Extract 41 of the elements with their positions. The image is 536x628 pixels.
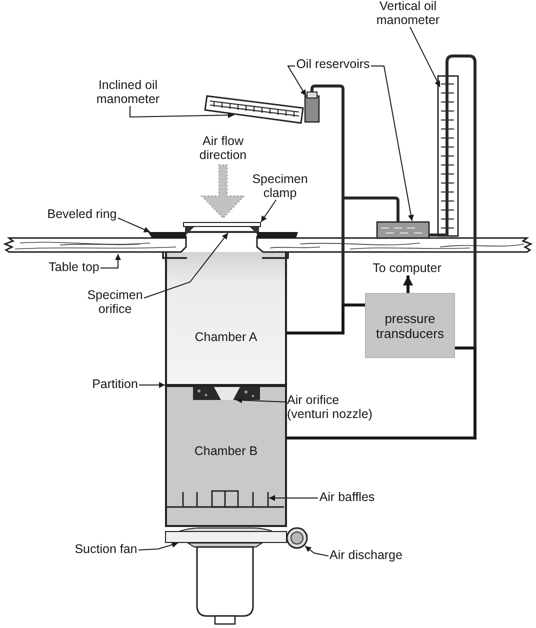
callout-label: Air orifice (venturi nozzle)	[287, 394, 375, 421]
pipe-line	[287, 304, 365, 334]
callout-label: Partition	[91, 378, 139, 392]
pipe-line	[287, 346, 476, 440]
beveled-ring	[148, 232, 298, 238]
leader-line	[268, 495, 318, 501]
chamber-compartment	[165, 252, 287, 384]
leader-line	[138, 382, 166, 388]
leader-line	[287, 66, 306, 96]
fan-plate	[165, 531, 287, 543]
callout-label: Air discharge	[328, 549, 404, 562]
arrow	[403, 276, 413, 293]
leader-line	[370, 66, 414, 222]
callout-label: Specimen orifice	[86, 289, 144, 316]
callout-label: Oil reservoirs	[295, 58, 371, 72]
callout-label: Table top	[48, 261, 100, 274]
clamp-plate	[183, 222, 261, 227]
leader-line	[236, 397, 288, 404]
callout-label: Vertical oil manometer	[375, 0, 441, 27]
callout-label: Inclined oil manometer	[95, 79, 161, 106]
callout-label: Beveled ring	[46, 208, 118, 222]
callout-label: Suction fan	[74, 543, 138, 556]
leader-line	[138, 542, 178, 550]
leader-line	[100, 254, 121, 268]
leader-line	[410, 26, 440, 88]
leader-line	[260, 200, 276, 222]
annotation-label: Air flow direction	[198, 135, 248, 162]
chamber-label: Chamber B	[194, 444, 258, 458]
callout-label: Specimen clamp	[251, 173, 309, 200]
air-baffles	[182, 490, 269, 507]
leader-line	[130, 106, 234, 118]
partition-plate	[165, 384, 287, 387]
chamber-compartment	[165, 387, 287, 527]
venturi-nozzle	[193, 387, 260, 400]
callout-label: Air baffles	[318, 491, 376, 504]
transducer-box: pressure transducers	[365, 293, 455, 358]
leader-line	[118, 218, 150, 232]
callout-label: To computer	[372, 262, 442, 276]
leader-line	[304, 546, 329, 556]
chamber-label: Chamber A	[194, 330, 258, 344]
leader-line	[144, 232, 228, 298]
